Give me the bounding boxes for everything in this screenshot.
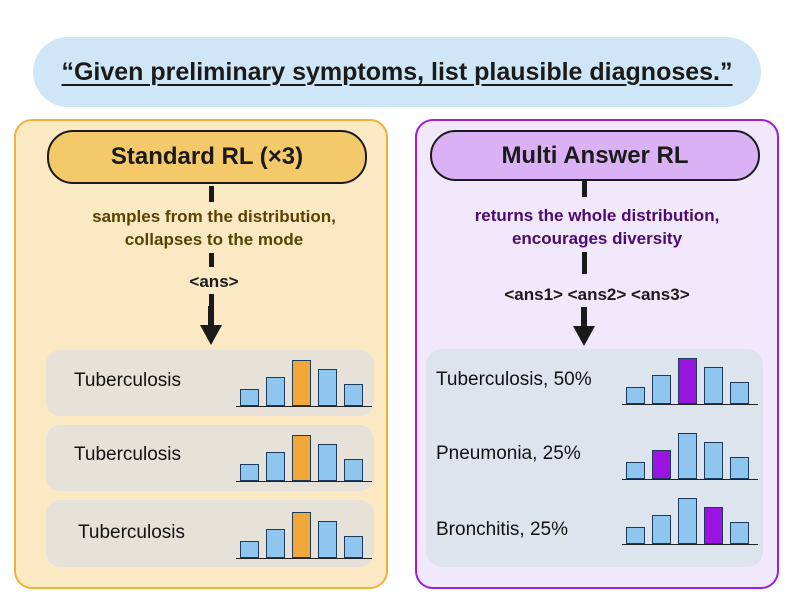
distribution-bar: [318, 369, 337, 406]
highlighted-bar: [292, 512, 311, 558]
prompt-banner: “Given preliminary symptoms, list plausi…: [33, 37, 761, 107]
multi-answer-rl-desc-line2: encourages diversity: [511, 229, 683, 248]
arrow-shaft: [208, 306, 214, 326]
prompt-text: “Given preliminary symptoms, list plausi…: [61, 57, 733, 86]
distribution-bar: [730, 457, 749, 479]
distribution-chart: [236, 506, 372, 559]
distribution-bar: [266, 377, 285, 406]
highlighted-bar: [292, 360, 311, 406]
down-arrow-icon: [573, 326, 595, 346]
multi-answer-rl-desc-line1: returns the whole distribution,: [474, 206, 720, 225]
chart-baseline: [236, 558, 372, 559]
standard-rl-title: Standard RL (×3): [47, 130, 367, 184]
multi-answer-rl-title: Multi Answer RL: [430, 130, 760, 181]
highlighted-bar: [292, 435, 311, 481]
down-arrow-icon: [200, 325, 222, 345]
distribution-bar: [266, 529, 285, 558]
diagnosis-label: Tuberculosis: [78, 522, 186, 543]
distribution-bar: [626, 387, 645, 404]
distribution-bar: [704, 442, 723, 479]
distribution-bar: [730, 382, 749, 404]
arrow-shaft: [581, 307, 587, 327]
distribution-chart: [622, 427, 758, 480]
connector-dash: [582, 181, 587, 197]
diagnosis-label: Pneumonia, 25%: [436, 443, 581, 464]
distribution-bar: [626, 527, 645, 544]
distribution-chart: [236, 354, 372, 407]
answer-tokens: <ans1> <ans2> <ans3>: [504, 285, 690, 304]
result-card: Tuberculosis: [46, 425, 374, 491]
diagnosis-label: Tuberculosis: [74, 370, 182, 391]
highlighted-bar: [704, 507, 723, 544]
chart-baseline: [236, 406, 372, 407]
distribution-bar: [678, 498, 697, 544]
highlighted-bar: [678, 358, 697, 404]
distribution-bar: [652, 515, 671, 544]
distribution-bar: [704, 367, 723, 404]
diagnosis-label: Tuberculosis, 50%: [436, 369, 592, 390]
distribution-bar: [678, 433, 697, 479]
distribution-chart: [622, 492, 758, 545]
distribution-bar: [344, 459, 363, 481]
distribution-bar: [626, 462, 645, 479]
distribution-bar: [266, 452, 285, 481]
connector-dash: [209, 186, 214, 202]
answer-token: <ans>: [189, 272, 239, 291]
distribution-chart: [622, 352, 758, 405]
distribution-bar: [652, 375, 671, 404]
result-card: Tuberculosis: [46, 500, 374, 567]
standard-rl-desc-line2: collapses to the mode: [124, 230, 304, 249]
distribution-bar: [318, 521, 337, 558]
standard-rl-description: samples from the distribution, collapses…: [44, 205, 384, 251]
distribution-bar: [240, 541, 259, 558]
distribution-bar: [240, 464, 259, 481]
result-card: Tuberculosis: [46, 350, 374, 416]
chart-baseline: [622, 404, 758, 405]
diagnosis-label: Bronchitis, 25%: [436, 519, 569, 540]
chart-baseline: [622, 479, 758, 480]
result-card-group: Tuberculosis, 50% Pneumonia, 25% Bronchi…: [426, 349, 763, 567]
diagnosis-label: Tuberculosis: [74, 444, 182, 465]
distribution-chart: [236, 429, 372, 482]
distribution-bar: [344, 384, 363, 406]
multi-answer-rl-description: returns the whole distribution, encourag…: [415, 204, 779, 250]
chart-baseline: [236, 481, 372, 482]
connector-dash: [209, 294, 214, 306]
distribution-bar: [240, 389, 259, 406]
highlighted-bar: [652, 450, 671, 479]
distribution-bar: [344, 536, 363, 558]
connector-dash: [582, 252, 587, 274]
distribution-bar: [730, 522, 749, 544]
distribution-bar: [318, 444, 337, 481]
standard-rl-desc-line1: samples from the distribution,: [92, 207, 336, 226]
connector-dash: [209, 253, 214, 267]
chart-baseline: [622, 544, 758, 545]
